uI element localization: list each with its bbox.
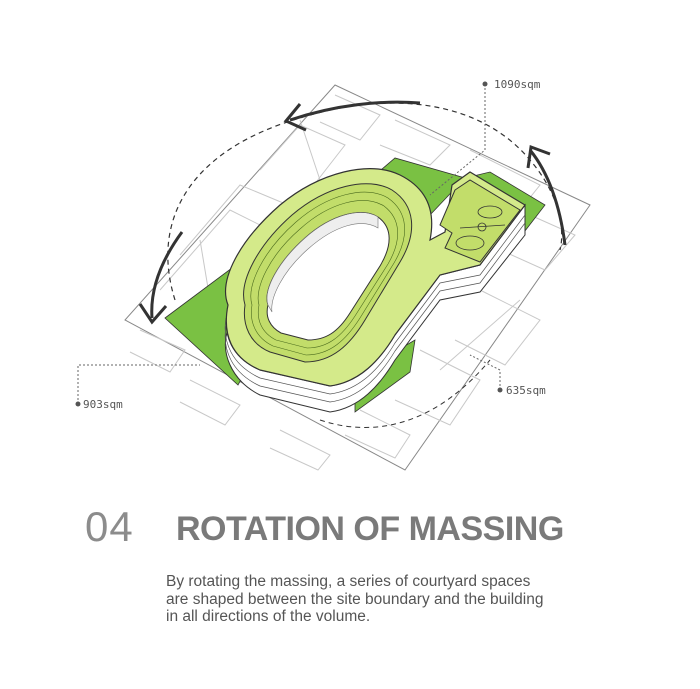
building-floor-lines: [224, 214, 526, 403]
void-inner-wall: [266, 212, 379, 313]
leader-lines: [77, 84, 501, 404]
area-label-left: 903sqm: [83, 398, 123, 411]
description: By rotating the massing, a series of cou…: [166, 573, 636, 626]
rotation-arrow-top: [283, 100, 421, 132]
area-label-top: 1090sqm: [494, 78, 541, 91]
leader-dot-right: [497, 387, 503, 393]
track-lanes: [250, 191, 405, 356]
rotation-path-lower: [319, 359, 491, 428]
rotation-path: [167, 102, 563, 301]
leader-dot-top: [482, 81, 488, 87]
step-title: ROTATION OF MASSING: [176, 510, 564, 548]
area-label-right: 635sqm: [506, 384, 546, 397]
rotation-arrow-right: [526, 144, 567, 246]
description-line: in all directions of the volume.: [166, 608, 371, 625]
rotation-arrow-left: [138, 231, 184, 325]
description-line: are shaped between the site boundary and…: [166, 590, 544, 608]
description-line: By rotating the massing, a series of cou…: [166, 573, 531, 590]
basketball-court: [439, 179, 521, 263]
step-number: 04: [85, 503, 134, 550]
leader-dot-left: [75, 401, 81, 407]
